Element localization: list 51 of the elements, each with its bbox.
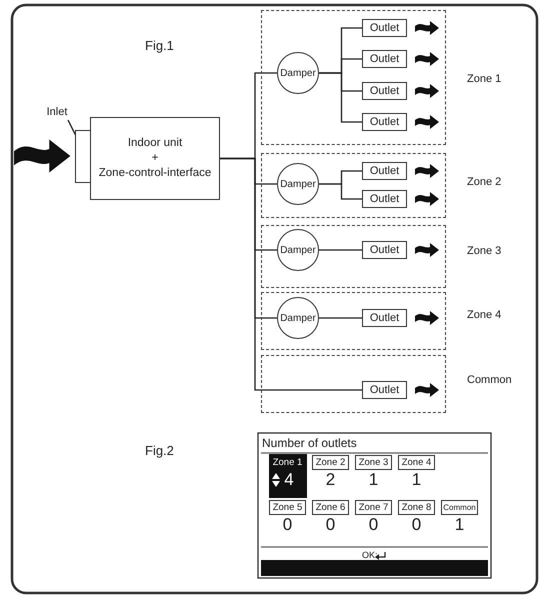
zone-tab: Common [441, 500, 478, 515]
outlet-box: Outlet [362, 309, 407, 327]
figure-label: Fig.2 [145, 443, 174, 458]
damper-circle: Damper [277, 52, 319, 94]
unit-box [90, 117, 220, 200]
damper-circle: Damper [277, 297, 319, 339]
zone-tab: Zone 2 [312, 455, 349, 470]
damper-circle: Damper [277, 163, 319, 205]
unit-text: + [152, 151, 158, 166]
zone-label: Zone 2 [467, 176, 502, 188]
damper-circle: Damper [277, 229, 319, 271]
outlet-count: 0 [368, 515, 380, 535]
zone-label: Zone 3 [467, 245, 502, 257]
ok-hint: OK: [362, 550, 378, 560]
zone-label: Common [467, 374, 512, 386]
outlet-box: Outlet [362, 113, 407, 131]
outlet-count: 2 [324, 470, 336, 490]
unit-text: Indoor unit [128, 136, 182, 151]
duct-line [319, 72, 362, 123]
outlet-count: 0 [282, 515, 294, 535]
zone-tab: Zone 3 [355, 455, 392, 470]
leader-line [67, 120, 77, 136]
duct-line [319, 183, 362, 200]
outlet-box: Outlet [362, 381, 407, 399]
figure-label: Fig.1 [145, 38, 174, 53]
outlet-count: 0 [410, 515, 422, 535]
outlet-count: 4 [283, 470, 295, 490]
outlet-count: 1 [368, 470, 380, 490]
outlet-box: Outlet [362, 50, 407, 68]
inlet-label: Inlet [40, 104, 74, 120]
zone-tab: Zone 7 [355, 500, 392, 515]
zone-tab: Zone 5 [269, 500, 306, 515]
outlet-count: 0 [324, 515, 336, 535]
outlet-box: Outlet [362, 162, 407, 180]
zone-tab: Zone 6 [312, 500, 349, 515]
unit-text: Zone-control-interface [98, 166, 212, 181]
zone-label: Zone 1 [467, 73, 502, 85]
outlet-box: Outlet [362, 82, 407, 100]
outlet-box: Outlet [362, 190, 407, 208]
zone-tab: Zone 4 [398, 455, 435, 470]
screen-title: Number of outlets [262, 436, 357, 450]
outlet-count: 1 [410, 470, 422, 490]
zone-tab: Zone 8 [398, 500, 435, 515]
outlet-box: Outlet [362, 19, 407, 37]
duct-line [319, 317, 362, 319]
duct-line [220, 158, 362, 391]
inlet-box [75, 130, 91, 183]
outlet-count: 1 [454, 515, 466, 535]
zone-label: Zone 4 [467, 309, 502, 321]
outlet-box: Outlet [362, 241, 407, 259]
duct-line [319, 249, 362, 251]
